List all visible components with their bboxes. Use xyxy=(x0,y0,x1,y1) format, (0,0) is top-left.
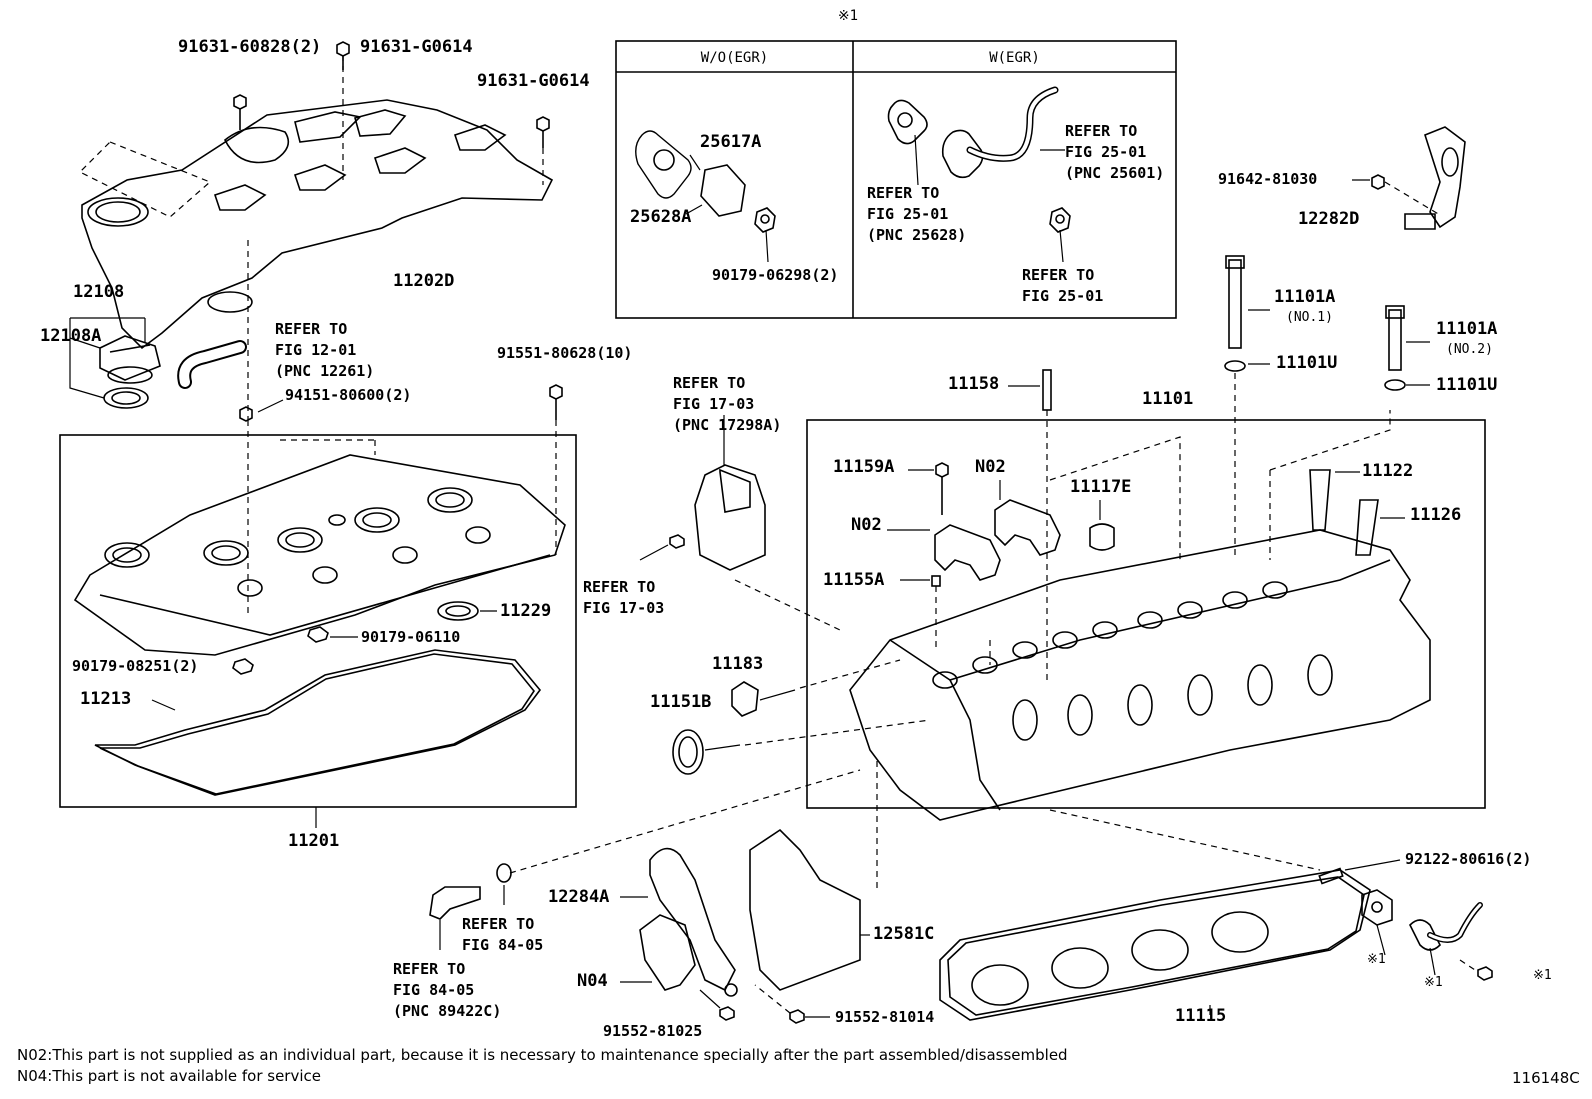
refer-pnc-label: (PNC 89422C) xyxy=(393,1002,502,1020)
head-gasket-drawing xyxy=(939,869,1371,1021)
part-label-25617a[interactable]: 25617A xyxy=(700,132,762,152)
refer-fig-link[interactable]: FIG 84-05 xyxy=(462,936,544,954)
refer-pnc-label: (PNC 17298A) xyxy=(673,416,782,434)
part-label-92122-80616[interactable]: 92122-80616(2) xyxy=(1405,850,1532,868)
rear-hanger-drawing xyxy=(649,847,736,992)
part-label-90179-06298[interactable]: 90179-06298(2) xyxy=(712,266,839,284)
part-label-12108a[interactable]: 12108A xyxy=(40,326,102,346)
refer-fig-link[interactable]: FIG 17-03 xyxy=(673,395,755,413)
cylinder-head-box xyxy=(806,369,1486,821)
refer-to-label: REFER TO xyxy=(583,578,656,596)
egr-without-header: W/O(EGR) xyxy=(700,50,769,66)
part-label-11201[interactable]: 11201 xyxy=(288,831,340,851)
part-label-90179-06110[interactable]: 90179-06110 xyxy=(361,628,461,646)
head-bolts-drawing xyxy=(1224,255,1430,560)
refer-to-label: REFER TO xyxy=(393,960,466,978)
timing-cover-drawing xyxy=(749,828,861,991)
egr-box-marker: ※1 xyxy=(837,8,859,24)
egr-marker: ※1 xyxy=(1424,975,1443,990)
refer-to-label: REFER TO xyxy=(867,184,940,202)
refer-fig-link[interactable]: FIG 25-01 xyxy=(867,205,949,223)
part-label-n02-a[interactable]: N02 xyxy=(975,457,1006,477)
part-label-11183[interactable]: 11183 xyxy=(712,654,764,674)
part-label-11101u-b[interactable]: 11101U xyxy=(1436,375,1498,395)
part-label-91631-g0614-a[interactable]: 91631-G0614 xyxy=(360,37,473,57)
part-label-11117e[interactable]: 11117E xyxy=(1070,477,1132,497)
refer-fig-link[interactable]: FIG 25-01 xyxy=(1065,143,1147,161)
part-label-11115[interactable]: 11115 xyxy=(1175,1006,1227,1026)
egr-marker: ※1 xyxy=(1533,968,1552,983)
refer-to-label: REFER TO xyxy=(275,320,348,338)
footnote-n02: N02:This part is not supplied as an indi… xyxy=(17,1046,1068,1064)
part-label-n04[interactable]: N04 xyxy=(577,971,608,991)
part-label-n02-b[interactable]: N02 xyxy=(851,515,882,535)
part-spec-no2: (NO.2) xyxy=(1446,342,1493,357)
part-label-11158[interactable]: 11158 xyxy=(948,374,1000,394)
part-label-11159a[interactable]: 11159A xyxy=(833,457,895,477)
part-label-11155a[interactable]: 11155A xyxy=(823,570,885,590)
engine-hanger-drawing xyxy=(1352,126,1466,230)
temp-sensor-drawing xyxy=(429,886,481,920)
egr-option-box xyxy=(615,40,1177,319)
engine-bracket-drawing xyxy=(639,415,841,631)
part-label-91631-g0614-b[interactable]: 91631-G0614 xyxy=(477,71,590,91)
part-label-11126[interactable]: 11126 xyxy=(1410,505,1462,525)
egr-with-header: W(EGR) xyxy=(989,50,1040,66)
refer-pnc-label: (PNC 25601) xyxy=(1065,164,1165,182)
part-label-12284a[interactable]: 12284A xyxy=(548,887,610,907)
top-bolts xyxy=(233,41,550,185)
part-label-11151b[interactable]: 11151B xyxy=(650,692,712,712)
part-label-94151-80600[interactable]: 94151-80600(2) xyxy=(285,386,412,404)
part-label-12108[interactable]: 12108 xyxy=(73,282,125,302)
refer-to-label: REFER TO xyxy=(462,915,535,933)
footnote-n04: N04:This part is not available for servi… xyxy=(17,1067,321,1085)
part-label-11101[interactable]: 11101 xyxy=(1142,389,1194,409)
part-label-12581c[interactable]: 12581C xyxy=(873,924,935,944)
part-label-91631-60828[interactable]: 91631-60828(2) xyxy=(178,37,322,57)
part-label-91552-81025[interactable]: 91552-81025 xyxy=(603,1022,703,1040)
head-cover-box xyxy=(59,420,577,808)
refer-pnc-label: (PNC 25628) xyxy=(867,226,967,244)
part-label-91552-81014[interactable]: 91552-81014 xyxy=(835,1008,935,1026)
engine-cover-drawing xyxy=(78,55,554,420)
oil-filler-cap-drawing xyxy=(69,317,161,409)
part-label-11229[interactable]: 11229 xyxy=(500,601,552,621)
part-spec-no1: (NO.1) xyxy=(1286,310,1333,325)
part-label-90179-08251[interactable]: 90179-08251(2) xyxy=(72,657,199,675)
part-label-25628a[interactable]: 25628A xyxy=(630,207,692,227)
part-label-11101a-no2[interactable]: 11101A xyxy=(1436,319,1498,339)
refer-fig-link[interactable]: FIG 25-01 xyxy=(1022,287,1104,305)
part-label-11101a-no1[interactable]: 11101A xyxy=(1274,287,1336,307)
refer-fig-link[interactable]: FIG 17-03 xyxy=(583,599,665,617)
refer-to-label: REFER TO xyxy=(1065,122,1138,140)
part-label-91642-81030[interactable]: 91642-81030 xyxy=(1218,170,1318,188)
refer-pnc-label: (PNC 12261) xyxy=(275,362,375,380)
figure-id: 116148C xyxy=(1512,1069,1580,1087)
part-label-11122[interactable]: 11122 xyxy=(1362,461,1414,481)
part-label-91551-80628[interactable]: 91551-80628(10) xyxy=(497,344,633,362)
part-label-11101u-a[interactable]: 11101U xyxy=(1276,353,1338,373)
refer-to-label: REFER TO xyxy=(673,374,746,392)
egr-marker: ※1 xyxy=(1367,952,1386,967)
part-label-11202d[interactable]: 11202D xyxy=(393,271,455,291)
part-label-11213[interactable]: 11213 xyxy=(80,689,132,709)
refer-to-label: REFER TO xyxy=(1022,266,1095,284)
part-label-12282d[interactable]: 12282D xyxy=(1298,209,1360,229)
refer-fig-link[interactable]: FIG 12-01 xyxy=(275,341,357,359)
refer-fig-link[interactable]: FIG 84-05 xyxy=(393,981,475,999)
